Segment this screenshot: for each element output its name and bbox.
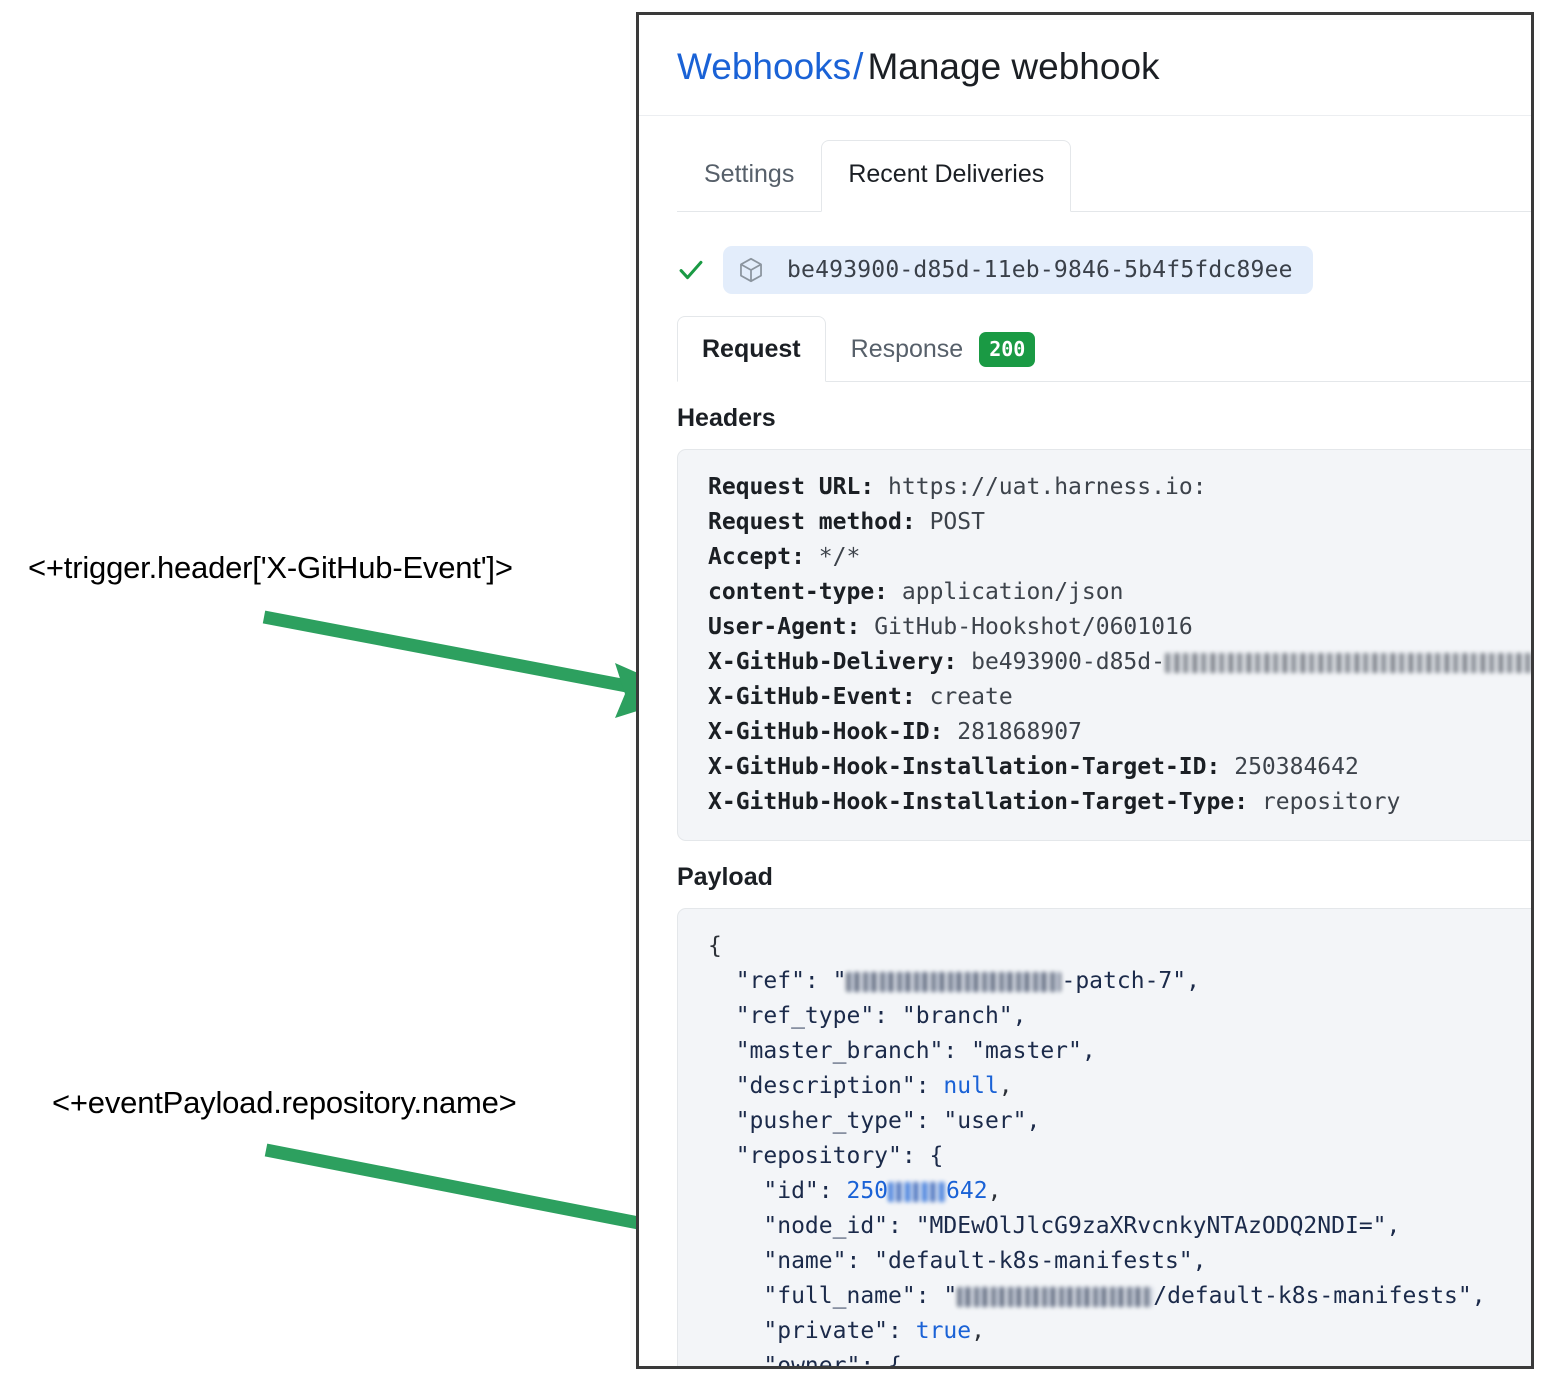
payload-text: "ref_type": "branch", xyxy=(708,1003,1027,1030)
payload-text-tail: , xyxy=(998,1073,1013,1100)
payload-line-full-name: "full_name": " /default-k8s-manifests", xyxy=(708,1279,1531,1314)
headers-code-panel: Request URL: https://uat.harness.io: Req… xyxy=(677,449,1531,842)
redacted-username xyxy=(846,972,1062,993)
payload-line: "ref_type": "branch", xyxy=(708,999,1531,1034)
tab-request[interactable]: Request xyxy=(677,316,826,383)
redacted-repo-id xyxy=(888,1182,947,1203)
header-key: Request URL: xyxy=(708,474,875,501)
breadcrumb: Webhooks/Manage webhook xyxy=(639,15,1531,91)
header-line: X-GitHub-Hook-ID: 281868907 xyxy=(708,715,1531,750)
webhook-tabstrip: Settings Recent Deliveries xyxy=(639,140,1531,213)
header-divider xyxy=(639,115,1531,117)
header-line: Request method: POST xyxy=(708,505,1531,540)
payload-text: "ref": " xyxy=(708,968,847,995)
breadcrumb-separator: / xyxy=(853,46,864,87)
header-value: repository xyxy=(1261,789,1401,816)
header-line: X-GitHub-Hook-Installation-Target-ID: 25… xyxy=(708,750,1531,785)
request-response-tabstrip: Request Response 200 xyxy=(639,316,1531,383)
header-value: */* xyxy=(818,544,861,571)
payload-line-private: "private": true, xyxy=(708,1314,1531,1349)
page-title: Manage webhook xyxy=(867,46,1160,87)
header-value: POST xyxy=(929,509,985,536)
annotation-arrow-trigger-header xyxy=(262,610,688,718)
header-line-delivery: X-GitHub-Delivery: be493900-d85d- xyxy=(708,645,1531,680)
payload-number-prefix: 250 xyxy=(846,1178,889,1205)
payload-line-ref: "ref": " -patch-7", xyxy=(708,964,1531,999)
header-key: X-GitHub-Hook-ID: xyxy=(708,719,944,746)
header-key: User-Agent: xyxy=(708,614,861,641)
payload-code-panel: { "ref": " -patch-7", "ref_type": "branch… xyxy=(677,908,1531,1369)
manage-webhook-card: Webhooks/Manage webhook Settings Recent D… xyxy=(636,12,1534,1369)
payload-line: "node_id": "MDEwOlJlcG9zaXRvcnkyNTAzODQ2… xyxy=(708,1209,1531,1244)
cube-icon xyxy=(740,258,762,283)
payload-text: "node_id": "MDEwOlJlcG9zaXRvcnkyNTAzODQ2… xyxy=(708,1213,1401,1240)
header-key: X-GitHub-Hook-Installation-Target-ID: xyxy=(708,754,1221,781)
header-key: Request method: xyxy=(708,509,916,536)
delivery-id-pill[interactable]: be493900-d85d-11eb-9846-5b4f5fdc89ee xyxy=(723,246,1313,295)
payload-text: "id": xyxy=(708,1178,847,1205)
check-icon xyxy=(679,260,703,280)
payload-text: { xyxy=(708,933,722,960)
header-value: GitHub-Hookshot/0601016 xyxy=(874,614,1193,641)
status-badge: 200 xyxy=(979,332,1036,368)
payload-line: "repository": { xyxy=(708,1139,1531,1174)
header-value: 281868907 xyxy=(957,719,1082,746)
header-value: create xyxy=(929,684,1013,711)
payload-text: "pusher_type": "user", xyxy=(708,1108,1041,1135)
tab-response-label: Response xyxy=(850,335,964,364)
payload-line: { xyxy=(708,929,1531,964)
tab-recent-deliveries[interactable]: Recent Deliveries xyxy=(821,140,1072,213)
delivery-id-text: be493900-d85d-11eb-9846-5b4f5fdc89ee xyxy=(787,257,1293,284)
header-key: X-GitHub-Hook-Installation-Target-Type: xyxy=(708,789,1249,816)
annotation-label-event-payload: <+eventPayload.repository.name> xyxy=(52,1085,517,1120)
header-line-x-github-event: X-GitHub-Event: create xyxy=(708,680,1531,715)
payload-text-tail: -patch-7", xyxy=(1061,968,1200,995)
payload-text: "master_branch": "master", xyxy=(708,1038,1096,1065)
header-line: content-type: application/json xyxy=(708,575,1531,610)
payload-literal: true xyxy=(915,1318,972,1345)
tab-request-label: Request xyxy=(702,335,801,364)
payload-text: "full_name": " xyxy=(708,1283,958,1310)
header-value: be493900-d85d- xyxy=(971,649,1165,676)
header-line: User-Agent: GitHub-Hookshot/0601016 xyxy=(708,610,1531,645)
header-value: 250384642 xyxy=(1234,754,1359,781)
payload-text: "repository": { xyxy=(708,1143,944,1170)
payload-text-tail: , xyxy=(971,1318,985,1345)
redacted-owner-name xyxy=(957,1287,1154,1308)
header-key: X-GitHub-Delivery: xyxy=(708,649,958,676)
payload-text: "owner": { xyxy=(708,1353,902,1369)
card-content: Webhooks/Manage webhook Settings Recent D… xyxy=(639,15,1531,1369)
payload-line-id: "id": 250 642, xyxy=(708,1174,1531,1209)
header-key: content-type: xyxy=(708,579,889,606)
header-line: Request URL: https://uat.harness.io: xyxy=(708,470,1531,505)
annotation-label-trigger-header: <+trigger.header['X-GitHub-Event']> xyxy=(28,550,513,585)
tab-settings[interactable]: Settings xyxy=(704,160,795,189)
payload-literal: null xyxy=(943,1073,999,1100)
breadcrumb-link-webhooks[interactable]: Webhooks xyxy=(677,46,852,87)
payload-text-tail: /default-k8s-manifests", xyxy=(1153,1283,1486,1310)
payload-line-repository-name: "name": "default-k8s-manifests", xyxy=(708,1244,1531,1279)
header-value: application/json xyxy=(901,579,1124,606)
payload-text: "name": "default-k8s-manifests", xyxy=(708,1248,1207,1275)
header-value: https://uat.harness.io: xyxy=(888,474,1207,501)
payload-line-description: "description": null, xyxy=(708,1069,1531,1104)
payload-line: "master_branch": "master", xyxy=(708,1034,1531,1069)
delivery-row: be493900-d85d-11eb-9846-5b4f5fdc89ee xyxy=(639,242,1531,298)
payload-line: "pusher_type": "user", xyxy=(708,1104,1531,1139)
payload-text-tail: , xyxy=(987,1178,1002,1205)
payload-number-suffix: 642 xyxy=(946,1178,988,1205)
header-key: Accept: xyxy=(708,544,805,571)
redacted-delivery-id xyxy=(1164,653,1531,674)
payload-text: "description": xyxy=(708,1073,944,1100)
header-line: Accept: */* xyxy=(708,540,1531,575)
payload-line: "owner": { xyxy=(708,1349,1531,1369)
payload-text: "private": xyxy=(708,1318,916,1345)
payload-section-title: Payload xyxy=(677,863,773,892)
header-key: X-GitHub-Event: xyxy=(708,684,916,711)
headers-section-title: Headers xyxy=(677,404,776,433)
header-line: X-GitHub-Hook-Installation-Target-Type: … xyxy=(708,785,1531,820)
tab-response[interactable]: Response 200 xyxy=(826,316,1061,382)
